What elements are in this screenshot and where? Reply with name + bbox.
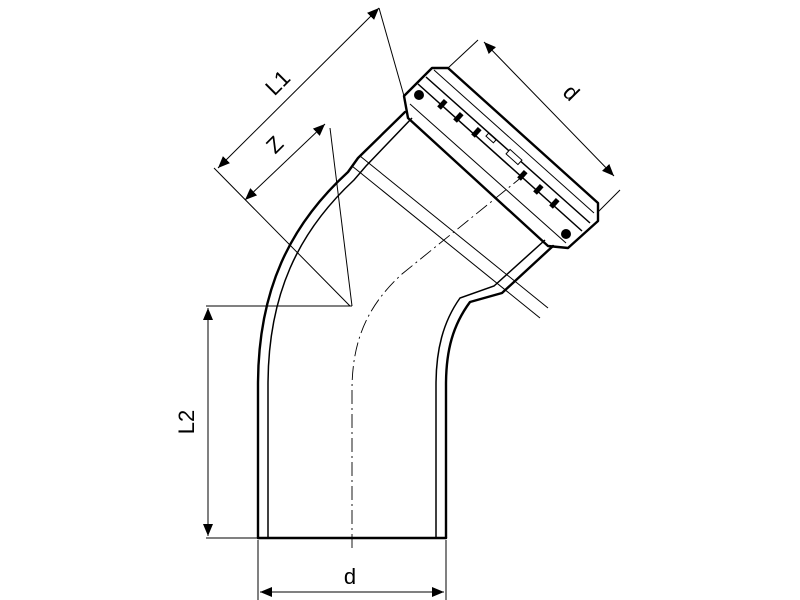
elbow-body: [256, 110, 555, 540]
dim-line-d-top: [483, 41, 615, 177]
bead-line-1: [351, 165, 541, 319]
dim-line-l1: [217, 7, 380, 169]
seal-ring-top: [414, 90, 424, 100]
dim-line-z: [244, 123, 326, 201]
socket-outline: [402, 66, 600, 250]
label-l2: L2: [174, 410, 199, 434]
inner-wall-inner-line: [435, 239, 546, 538]
inner-wall-line: [444, 244, 555, 540]
label-l1: L1: [260, 65, 295, 100]
label-d-top: d: [558, 80, 584, 106]
center-line: [351, 175, 524, 548]
grip-ring-segments: [437, 98, 560, 209]
seal-ring-bottom: [561, 229, 571, 239]
dimension-lines: [203, 7, 615, 597]
outer-wall-line: [256, 110, 407, 540]
outer-wall-inner-line: [267, 117, 413, 538]
label-z: Z: [261, 131, 288, 158]
socket-line-4: [409, 103, 567, 244]
label-d-bottom: d: [344, 564, 356, 589]
